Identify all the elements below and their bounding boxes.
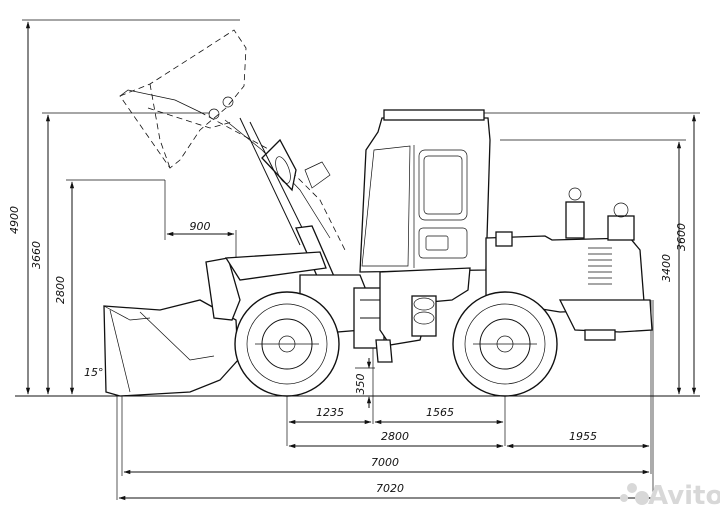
lowered-bucket (103, 251, 327, 397)
raised-bucket (119, 29, 247, 169)
dim-1565: 1565 (374, 406, 504, 425)
dim-label-3400: 3400 (660, 254, 673, 282)
dim-height-2800: 2800 (54, 179, 165, 395)
dim-label-7020: 7020 (376, 482, 404, 495)
dim-height-3660: 3660 (30, 112, 210, 395)
dim-label-3600: 3600 (675, 223, 688, 251)
dim-reach-900: 900 (164, 180, 237, 262)
grille (588, 247, 612, 285)
dim-label-2800: 2800 (54, 276, 67, 304)
dim-label-3660: 3660 (30, 241, 43, 269)
dim-wheelbase-2800: 2800 (288, 430, 504, 449)
dim-length-7020: 7020 (118, 482, 652, 501)
dim-clearance-350: 350 (354, 358, 375, 408)
chassis (375, 267, 653, 363)
engine-hood (485, 187, 645, 313)
rear-wheel (452, 291, 558, 397)
dim-label-350: 350 (354, 374, 367, 395)
dim-height-3400: 3400 (500, 139, 686, 395)
dim-label-1235: 1235 (316, 406, 344, 419)
dim-label-7000: 7000 (371, 456, 399, 469)
dim-label-900: 900 (190, 220, 211, 233)
cab (359, 109, 491, 273)
dim-label-wheelbase: 2800 (381, 430, 409, 443)
watermark-text: Avito (648, 481, 720, 511)
dim-length-7000: 7000 (123, 456, 650, 475)
front-wheel (234, 291, 340, 397)
dim-1235: 1235 (288, 406, 372, 425)
dim-height-4900: 4900 (8, 19, 240, 395)
dim-label-1565: 1565 (426, 406, 454, 419)
dim-label-1955: 1955 (569, 430, 597, 443)
avito-watermark: Avito (620, 481, 720, 511)
dim-1955: 1955 (506, 430, 650, 449)
dim-label-angle: 15° (84, 366, 104, 379)
dim-label-4900: 4900 (8, 206, 21, 234)
